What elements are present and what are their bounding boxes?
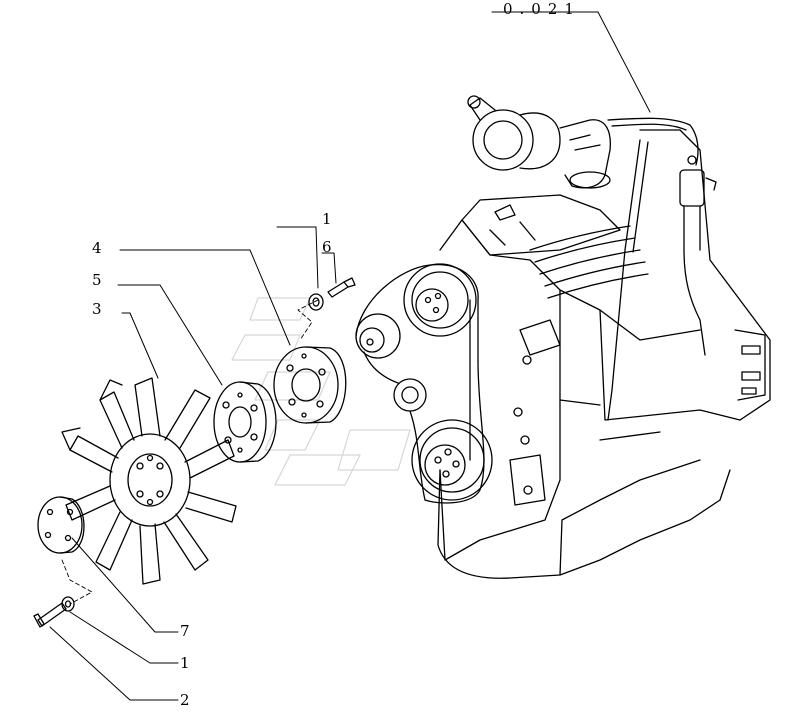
part-2-bolt (33, 602, 67, 628)
callout-2: 2 (180, 691, 190, 709)
callout-7: 7 (180, 622, 190, 640)
leader-lines (49, 11, 651, 701)
part-7-plate (37, 496, 85, 554)
callout-4: 4 (92, 239, 102, 257)
engine-block (355, 95, 771, 579)
part-3-fan (61, 377, 237, 585)
callout-3: 3 (92, 300, 102, 318)
assembly-lines (61, 299, 319, 605)
callout-5: 5 (92, 271, 102, 289)
callout-1-lower: 1 (180, 654, 190, 672)
part-5-hub (213, 381, 277, 463)
callout-6: 6 (322, 238, 332, 256)
part-6-bolt (327, 277, 356, 298)
callout-1-upper: 1 (322, 210, 332, 228)
part-1-washer-lower (61, 596, 75, 612)
part-4-spacer (273, 346, 347, 424)
part-1-washer-upper (308, 293, 324, 311)
watermark (231, 297, 411, 486)
reference-code-label: 0.021 (503, 0, 581, 18)
